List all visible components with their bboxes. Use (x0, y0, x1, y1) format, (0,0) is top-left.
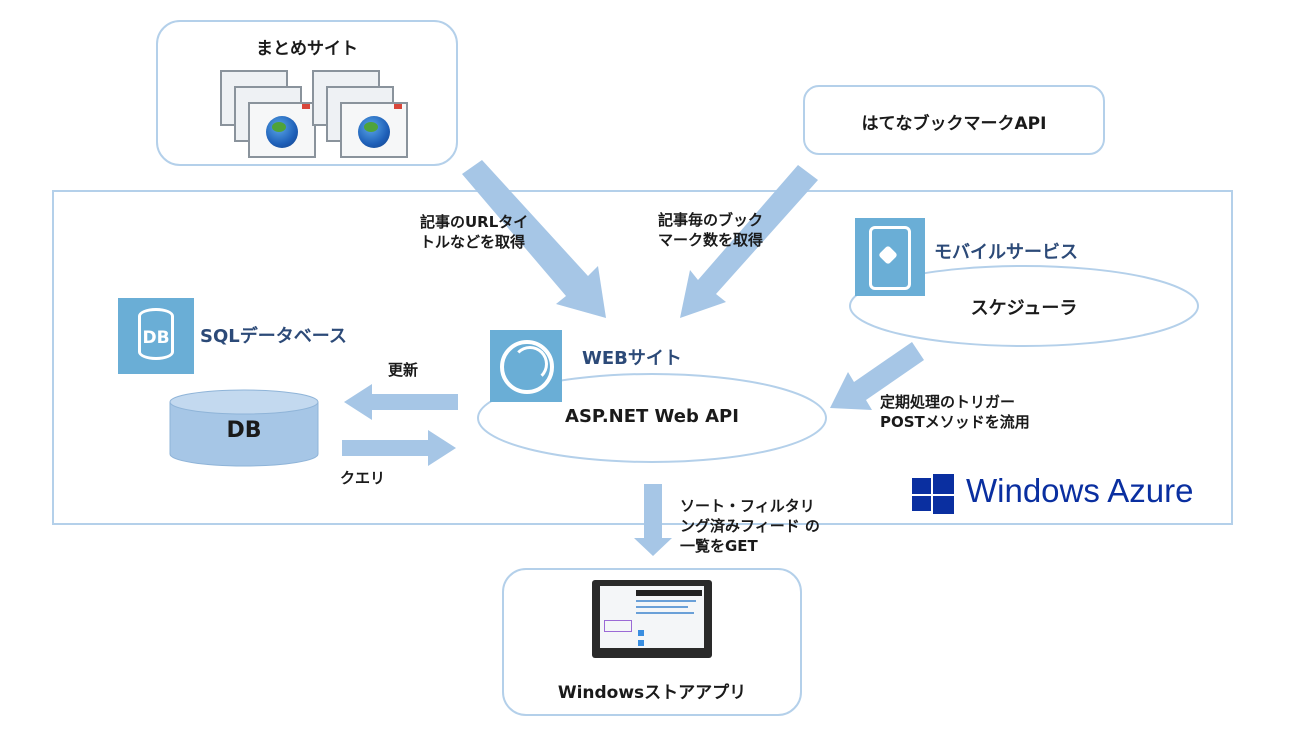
web-site-name: WEBサイト (582, 348, 682, 369)
label-url-fetch: 記事のURLタイ トルなどを取得 (420, 212, 528, 252)
arrow-update (344, 384, 458, 420)
db-cylinder (169, 389, 319, 467)
scheduler-ellipse (849, 265, 1199, 347)
label-update: 更新 (388, 361, 419, 379)
label-line: 一覧をGET (680, 537, 758, 555)
hatena-bookmark-api-title: はてなブックマークAPI (861, 114, 1047, 134)
matome-site-box: まとめサイト (156, 20, 458, 166)
web-site-tile-icon (490, 330, 562, 402)
web-api-text: ASP.NET Web API (565, 406, 739, 427)
sql-tile-text: DB (142, 328, 170, 348)
label-bookmark-fetch: 記事毎のブック マーク数を取得 (658, 210, 763, 250)
browser-windows-globe-icon (216, 66, 408, 160)
scheduler-text: スケジューラ (970, 298, 1078, 319)
mobile-service-name: モバイルサービス (934, 242, 1078, 263)
label-trigger: 定期処理のトリガー POSTメソッドを流用 (880, 392, 1030, 432)
label-line: ング済みフィード の (680, 517, 820, 535)
label-line: 記事のURLタイ (420, 213, 529, 231)
label-get-feed: ソート・フィルタリ ング済みフィード の 一覧をGET (680, 496, 820, 556)
db-cylinder-label: DB (226, 418, 262, 443)
label-query: クエリ (340, 469, 386, 487)
arrow-scheduler-to-web (830, 342, 924, 410)
windows-store-app-title: Windowsストアアプリ (557, 683, 747, 703)
arrow-get-feed (634, 484, 672, 556)
mobile-service-tile-icon (855, 218, 925, 296)
label-line: POSTメソッドを流用 (880, 413, 1030, 431)
arrow-query (342, 430, 456, 466)
tablet-app-icon (592, 580, 712, 658)
windows-azure-logo-text: Windows Azure (966, 472, 1194, 509)
arrow-hatena-to-web (680, 165, 818, 318)
web-api-ellipse (477, 373, 827, 463)
matome-site-title: まとめサイト (256, 39, 358, 59)
label-line: マーク数を取得 (658, 231, 764, 249)
azure-region (52, 190, 1233, 525)
label-line: ソート・フィルタリ (680, 497, 815, 515)
sql-database-name: SQLデータベース (200, 326, 347, 347)
windows-logo-icon (912, 474, 954, 514)
label-line: トルなどを取得 (420, 233, 526, 251)
label-line: 記事毎のブック (658, 211, 764, 229)
arrow-matome-to-web (462, 160, 606, 318)
sql-database-tile-icon: DB (118, 298, 194, 374)
label-line: 定期処理のトリガー (880, 393, 1016, 411)
windows-store-app-box: Windowsストアアプリ (502, 568, 802, 716)
hatena-bookmark-api-box: はてなブックマークAPI (803, 85, 1105, 155)
